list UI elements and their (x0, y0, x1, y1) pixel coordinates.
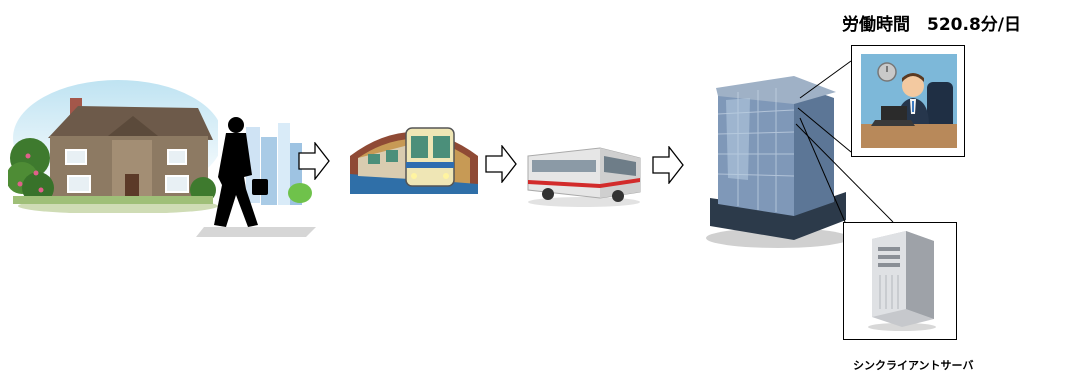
office-worker-callout (851, 45, 965, 157)
right-arrow-icon (298, 142, 330, 180)
server-callout (843, 222, 957, 340)
house-icon (8, 78, 218, 213)
office-building-icon (702, 70, 850, 250)
server-caption: シンクライアントサーバ (853, 357, 973, 373)
work-hours-title: 労働時間 520.8分/日 (842, 10, 1021, 35)
bus-icon (522, 140, 644, 208)
right-arrow-icon (485, 145, 517, 183)
right-arrow-icon (652, 146, 684, 184)
office-worker-icon (861, 54, 957, 148)
train-icon (348, 118, 480, 194)
server-icon (862, 229, 940, 331)
